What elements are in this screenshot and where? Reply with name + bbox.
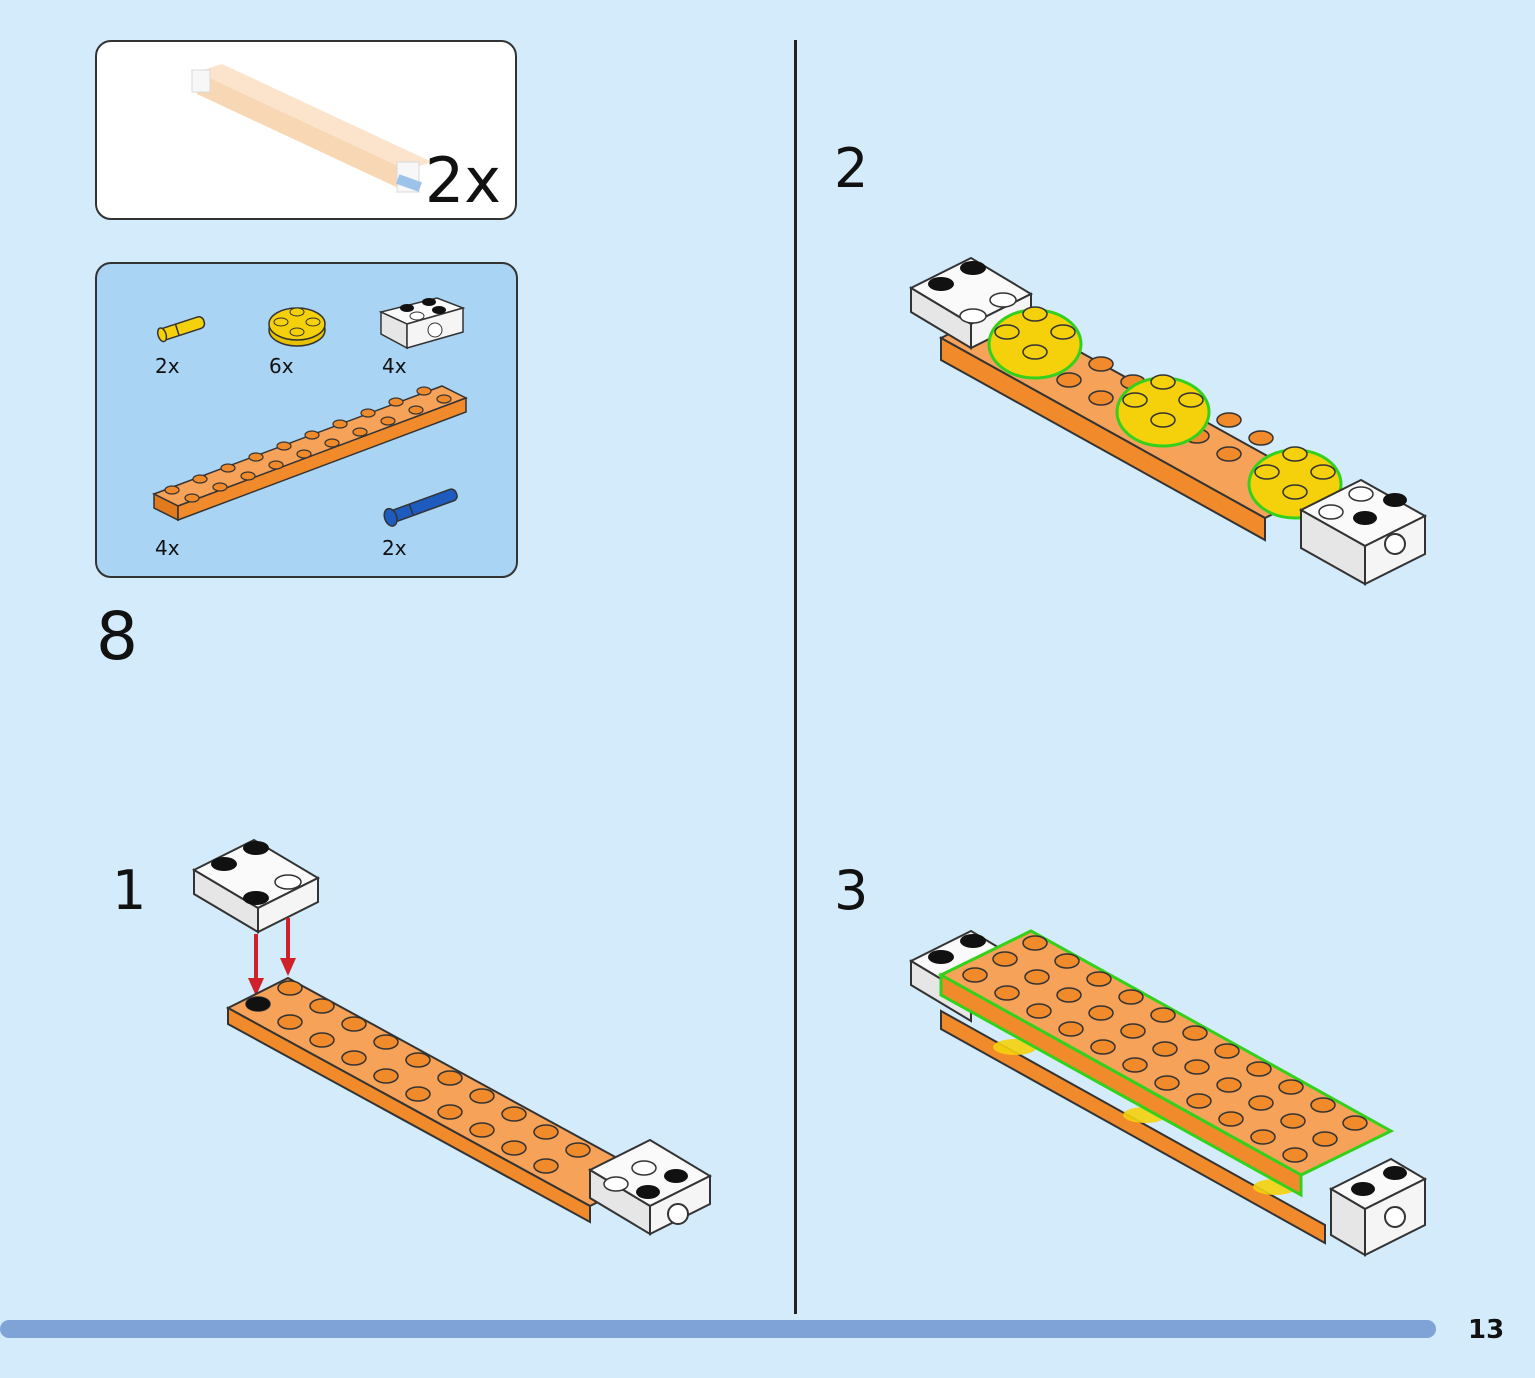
callout-multiplier: 2x: [424, 144, 501, 217]
assembly-step-3-icon: [908, 929, 1428, 1257]
substep-1-number: 1: [112, 859, 147, 922]
blue-pin-icon: [383, 488, 458, 527]
white-pin-brick-icon: [378, 297, 466, 350]
submodel-callout: 2x: [95, 40, 517, 220]
substep-2-number: 2: [834, 137, 869, 200]
page-number: 13: [1468, 1315, 1505, 1345]
part-qty-blue-pin: 2x: [382, 536, 407, 560]
page-progress-bar: [0, 1320, 1436, 1338]
assembly-step-2-icon: [908, 256, 1428, 586]
main-step-number: 8: [96, 598, 138, 675]
part-qty-round-plate: 6x: [269, 354, 294, 378]
part-qty-orange-plate: 4x: [155, 536, 180, 560]
column-divider: [794, 40, 797, 1314]
parts-list: 2x 6x 4x: [95, 262, 518, 578]
assembly-step-1-icon: [191, 838, 713, 1236]
yellow-pin-icon: [156, 316, 206, 343]
orange-plate-icon: [152, 385, 468, 522]
part-qty-yellow-pin: 2x: [155, 354, 180, 378]
part-qty-white-brick: 4x: [382, 354, 407, 378]
submodel-preview-icon: [191, 64, 432, 193]
yellow-round-plate-icon: [268, 307, 326, 347]
substep-3-number: 3: [834, 859, 869, 922]
